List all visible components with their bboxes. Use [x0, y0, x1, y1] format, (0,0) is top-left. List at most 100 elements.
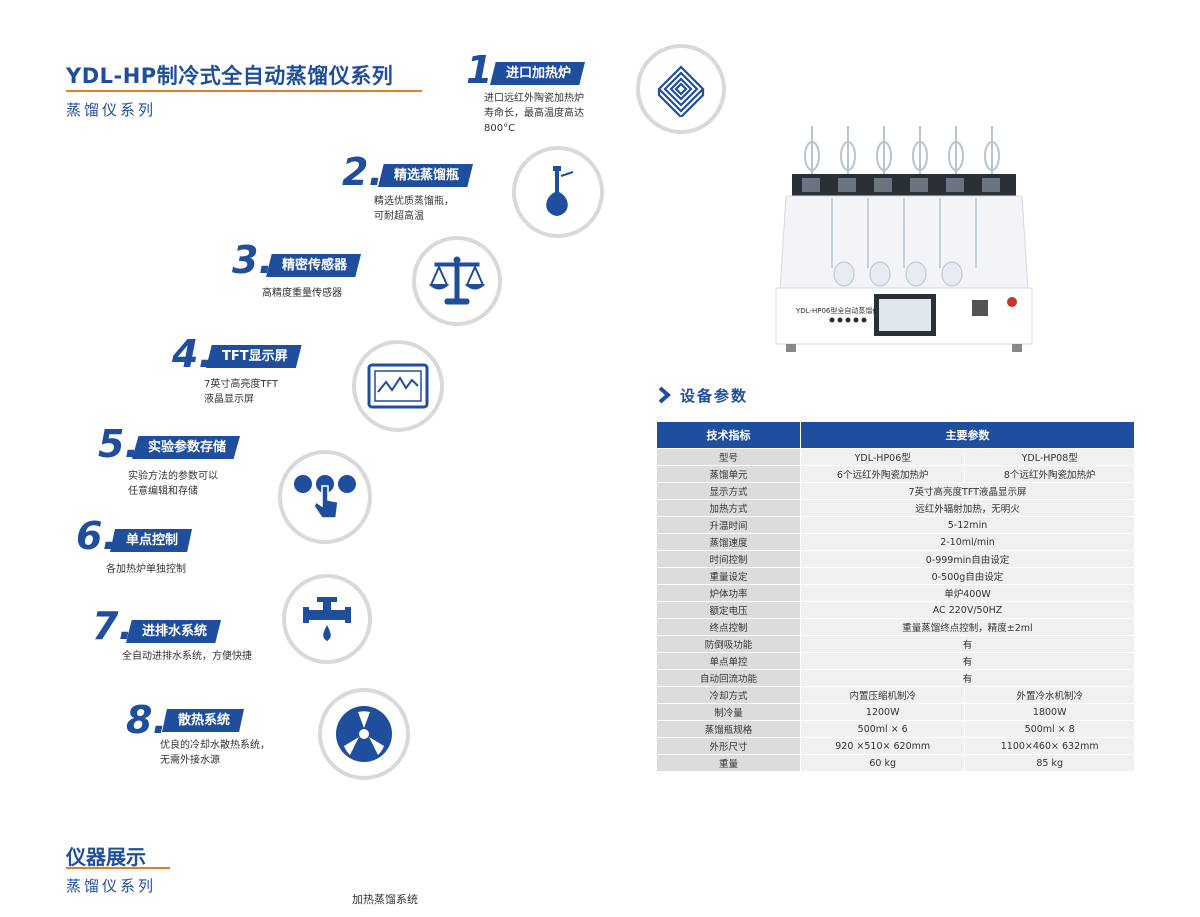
- spec-key-cell: 重量: [656, 754, 801, 772]
- table-row: 炉体功率单炉400W: [656, 584, 1135, 602]
- display-section-subtitle: 蒸馏仪系列: [66, 877, 157, 895]
- spec-value-cell: 重量蒸馏终点控制，精度±2ml: [800, 618, 1135, 636]
- display-caption: 加热蒸馏系统: [352, 893, 418, 906]
- feature-icon-circle: [352, 340, 444, 432]
- spec-value-cell: 85 kg: [964, 754, 1135, 772]
- feature-icon-circle: [636, 44, 726, 134]
- spec-value-cell: 7英寸高亮度TFT液晶显示屏: [800, 482, 1135, 500]
- table-header-cell: 主要参数: [800, 421, 1135, 449]
- feature-title-badge: 进口加热炉: [490, 62, 586, 85]
- spec-value-cell: 500ml × 8: [964, 720, 1135, 738]
- spec-value-cell: 60 kg: [799, 754, 966, 772]
- spec-value-cell: 2-10ml/min: [800, 533, 1135, 551]
- feature-number: 7.: [92, 604, 133, 648]
- spec-key-cell: 单点单控: [656, 652, 801, 670]
- spec-key-cell: 自动回流功能: [656, 669, 801, 687]
- spec-value-cell: YDL-HP06型: [799, 448, 966, 466]
- spec-key-cell: 蒸馏单元: [656, 465, 801, 483]
- spec-value-cell: 内置压缩机制冷: [799, 686, 966, 704]
- feature-description: 实验方法的参数可以任意编辑和存储: [128, 471, 218, 497]
- spec-value-cell: 外置冷水机制冷: [964, 686, 1135, 704]
- spec-value-cell: 远红外辐射加热，无明火: [800, 499, 1135, 517]
- feature-description: 优良的冷却水散热系统，无需外接水源: [160, 740, 270, 766]
- page-title: YDL-HP制冷式全自动蒸馏仪系列: [66, 64, 394, 88]
- page-subtitle: 蒸馏仪系列: [66, 101, 157, 119]
- feature-number: 2.: [342, 150, 383, 194]
- spec-value-cell: 920 ×510× 620mm: [799, 737, 966, 755]
- touch-buttons-icon: [294, 475, 356, 519]
- table-header-cell: 技术指标: [656, 421, 801, 449]
- feature-title-badge: 精密传感器: [266, 254, 362, 277]
- spec-value-cell: 5-12min: [800, 516, 1135, 534]
- feature-icon-circle: [512, 146, 604, 238]
- spec-key-cell: 外形尺寸: [656, 737, 801, 755]
- spec-value-cell: 0-999min自由设定: [800, 550, 1135, 568]
- spec-key-cell: 重量设定: [656, 567, 801, 585]
- flask-icon: [546, 166, 574, 216]
- feature-icon-circle: [412, 236, 502, 326]
- feature-description: 高精度重量传感器: [262, 288, 342, 299]
- table-row: 防倒吸功能有: [656, 635, 1135, 653]
- title-underline: [66, 90, 422, 92]
- feature-title-badge: 进排水系统: [126, 620, 222, 643]
- spec-value-cell: 1100×460× 632mm: [964, 737, 1135, 755]
- display-section-underline: [66, 867, 170, 869]
- product-image: YDL-HP06型全自动蒸馏仪: [772, 118, 1036, 354]
- balance-scale-icon: [428, 256, 486, 305]
- feature-number: 8.: [126, 698, 167, 742]
- feature-title-badge: 实验参数存储: [132, 436, 241, 459]
- table-row: 单点单控有: [656, 652, 1135, 670]
- spec-key-cell: 制冷量: [656, 703, 801, 721]
- monitor-graph-icon: [367, 363, 429, 409]
- spec-key-cell: 时间控制: [656, 550, 801, 568]
- spec-key-cell: 额定电压: [656, 601, 801, 619]
- feature-title-badge: 单点控制: [110, 529, 193, 552]
- feature-number: 4.: [172, 332, 213, 376]
- spec-value-cell: 有: [800, 669, 1135, 687]
- table-row: 加热方式远红外辐射加热，无明火: [656, 499, 1135, 517]
- spec-key-cell: 蒸馏瓶规格: [656, 720, 801, 738]
- device-label: YDL-HP06型全自动蒸馏仪: [796, 307, 880, 315]
- table-row: 冷却方式内置压缩机制冷外置冷水机制冷: [656, 686, 1135, 704]
- spec-key-cell: 炉体功率: [656, 584, 801, 602]
- section-arrow-icon: [658, 386, 672, 408]
- feature-title-badge: TFT显示屏: [206, 345, 302, 368]
- display-section-title: 仪器展示: [66, 845, 146, 869]
- feature-description: 精选优质蒸馏瓶，可耐超高温: [374, 196, 454, 222]
- water-valve-icon: [303, 597, 351, 641]
- feature-title-badge: 精选蒸馏瓶: [378, 164, 474, 187]
- feature-description: 各加热炉单独控制: [106, 564, 186, 575]
- spec-value-cell: 6个远红外陶瓷加热炉: [799, 465, 966, 483]
- spec-key-cell: 型号: [656, 448, 801, 466]
- spec-key-cell: 终点控制: [656, 618, 801, 636]
- spec-key-cell: 蒸馏速度: [656, 533, 801, 551]
- table-header-row: 技术指标 主要参数: [656, 421, 1135, 449]
- spec-key-cell: 加热方式: [656, 499, 801, 517]
- spec-value-cell: 单炉400W: [800, 584, 1135, 602]
- spec-value-cell: 有: [800, 652, 1135, 670]
- feature-description: 全自动进排水系统，方便快捷: [122, 651, 252, 662]
- spec-value-cell: AC 220V/50HZ: [800, 601, 1135, 619]
- spec-key-cell: 冷却方式: [656, 686, 801, 704]
- fan-icon: [336, 706, 392, 762]
- feature-icon-circle: [278, 450, 372, 544]
- feature-icon-circle: [282, 574, 372, 664]
- table-row: 自动回流功能有: [656, 669, 1135, 687]
- spec-key-cell: 升温时间: [656, 516, 801, 534]
- spec-value-cell: 0-500g自由设定: [800, 567, 1135, 585]
- feature-icon-circle: [318, 688, 410, 780]
- feature-number: 3.: [232, 238, 273, 282]
